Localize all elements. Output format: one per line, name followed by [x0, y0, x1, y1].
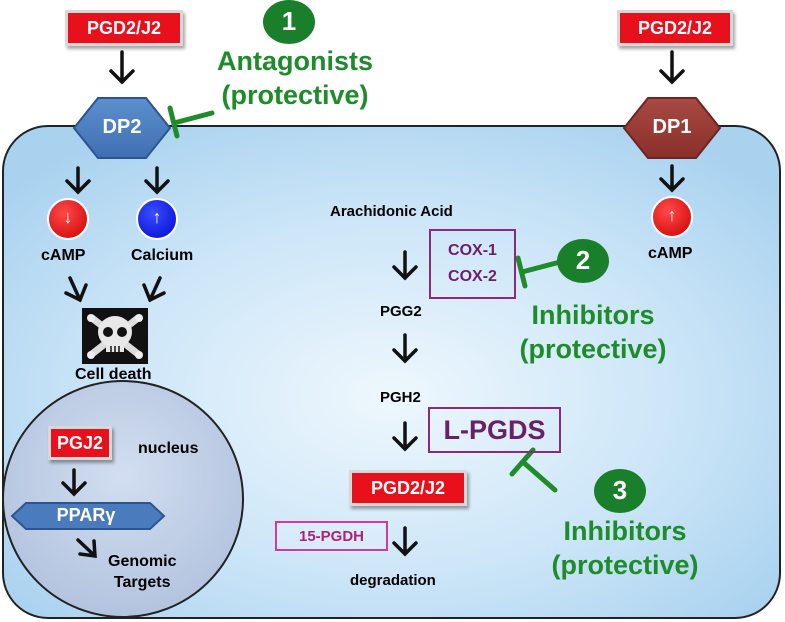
- camp-right-label: cAMP: [648, 245, 693, 262]
- antagonists-text: Antagonists (protective): [205, 44, 385, 112]
- cox-inhibitors-line2: (protective): [519, 334, 667, 364]
- ppar-label: PPARγ: [56, 505, 116, 525]
- pgdh-box: 15-PGDH: [275, 521, 388, 551]
- badge-3-number: 3: [612, 475, 628, 505]
- arrow-pgd2-to-dp2: [109, 50, 135, 85]
- cox-box: COX-1 COX-2: [429, 229, 516, 299]
- inhibit-dp2: [167, 105, 215, 139]
- pgh2-label: PGH2: [380, 389, 421, 406]
- arrow-dp2-to-camp: [65, 166, 91, 195]
- lpgds-inhibitors-line1: Inhibitors: [563, 516, 687, 546]
- calcium-up-circle: [136, 198, 178, 240]
- badge-3: [594, 469, 646, 513]
- inhibit-cox: [515, 255, 563, 289]
- arrow-dp2-to-calcium: [144, 166, 170, 195]
- cox2-label: COX-2: [448, 268, 497, 285]
- calcium-up-symbol: ↑: [152, 207, 162, 227]
- degradation-label: degradation: [350, 572, 436, 589]
- arrow-calcium-to-death: [142, 276, 166, 303]
- pgg2-label: PGG2: [380, 303, 422, 320]
- arrow-camp-to-death: [64, 276, 88, 303]
- lpgds-inhibitors-line2: (protective): [551, 550, 699, 580]
- pgj2-box: PGJ2: [48, 426, 112, 460]
- inhibit-lpgds: [509, 447, 558, 493]
- camp-down-circle: [47, 198, 89, 240]
- nucleus-label: nucleus: [138, 440, 199, 457]
- dp1-label: DP1: [652, 116, 692, 138]
- arrows: [61, 50, 685, 559]
- genomic-line: Genomic: [108, 553, 177, 570]
- targets-line: Targets: [113, 574, 171, 591]
- arrow-pgd2-to-degradation: [392, 526, 418, 557]
- arrow-pgd2-to-dp1: [659, 50, 685, 85]
- lpgds-box: L-PGDS: [428, 407, 561, 453]
- badge-1: [263, 0, 315, 44]
- arachidonic-acid-label: Arachidonic Acid: [330, 203, 453, 220]
- badge-1-number: 1: [281, 6, 297, 36]
- arrow-ppar-to-targets: [76, 538, 97, 559]
- antagonists-line2: (protective): [221, 80, 369, 110]
- calcium-label: Calcium: [131, 247, 194, 264]
- lpgds-inhibitors-text: Inhibitors (protective): [540, 514, 710, 582]
- pgd2-j2-center-box: PGD2/J2: [349, 470, 467, 506]
- arrow-pgj2-to-ppar: [61, 468, 87, 497]
- camp-up-circle: [651, 196, 693, 238]
- arrow-pgg2-to-pgh2: [392, 333, 418, 364]
- arrow-aa-to-pgg2: [392, 250, 418, 281]
- dp2-label: DP2: [102, 116, 142, 138]
- arrow-pgh2-to-pgd2: [392, 421, 418, 452]
- pgd2-j2-left-box: PGD2/J2: [65, 10, 183, 46]
- arrow-dp1-to-camp: [659, 164, 685, 193]
- ppar-hexagon: [10, 502, 166, 530]
- dp1-hexagon: [622, 97, 722, 159]
- cox1-label: COX-1: [448, 242, 497, 259]
- antagonists-line1: Antagonists: [216, 46, 373, 76]
- cell-death-label: Cell death: [75, 366, 152, 383]
- inhibition-lines: [167, 105, 563, 493]
- badge-2-number: 2: [575, 245, 591, 275]
- badge-2: [557, 239, 609, 283]
- skull-icon: [82, 308, 148, 364]
- camp-left-label: cAMP: [41, 247, 86, 264]
- dp2-hexagon: [72, 97, 172, 159]
- genomic-targets-label: Genomic Targets: [108, 551, 176, 593]
- camp-down-symbol: ↓: [63, 207, 73, 227]
- cox-inhibitors-line1: Inhibitors: [531, 300, 655, 330]
- cox-inhibitors-text: Inhibitors (protective): [508, 298, 678, 366]
- pgd2-j2-right-box: PGD2/J2: [617, 10, 733, 46]
- camp-up-symbol: ↑: [667, 205, 677, 225]
